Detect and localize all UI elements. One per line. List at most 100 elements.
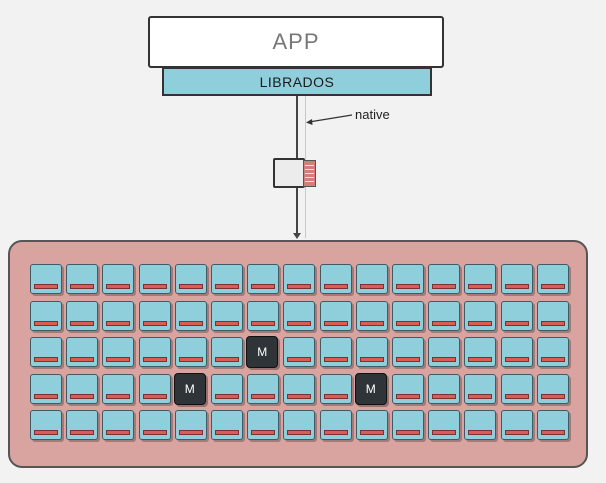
osd-node [536, 264, 569, 294]
disk-icon [432, 393, 457, 399]
disk-icon [142, 284, 167, 289]
native-label: native [355, 107, 390, 122]
osd-node [464, 337, 497, 367]
osd-node [138, 373, 171, 404]
osd-node [428, 337, 461, 367]
disk-icon [106, 357, 131, 362]
disk-icon [178, 430, 203, 435]
disk-icon [359, 284, 384, 289]
socket-connector-tab [303, 160, 316, 187]
osd-node [319, 373, 352, 404]
disk-icon [287, 284, 312, 289]
disk-icon [396, 357, 420, 362]
osd-node [211, 410, 243, 440]
osd-node [392, 337, 424, 367]
app-label: APP [272, 29, 320, 54]
osd-node [428, 373, 461, 404]
osd-node [102, 300, 135, 331]
osd-node [247, 410, 280, 440]
osd-node [319, 410, 352, 440]
disk-icon [70, 393, 95, 399]
osd-node [500, 264, 533, 294]
disk-icon [432, 357, 457, 362]
disk-icon [287, 357, 312, 362]
arrow-head-icon [293, 233, 301, 239]
disk-icon [251, 393, 276, 399]
disk-icon [540, 284, 565, 289]
disk-icon [323, 430, 348, 435]
osd-node [392, 373, 424, 404]
osd-node [211, 373, 243, 404]
disk-icon [396, 393, 420, 399]
disk-icon [215, 284, 239, 289]
disk-icon [70, 430, 95, 435]
osd-node [355, 337, 388, 367]
monitor-node: M [354, 372, 387, 405]
disk-icon [540, 357, 565, 362]
monitor-node: M [173, 372, 206, 405]
osd-node [174, 337, 207, 367]
osd-node [392, 264, 424, 294]
disk-icon [178, 357, 203, 362]
disk-icon [142, 393, 167, 399]
osd-node [174, 300, 207, 331]
disk-icon [34, 357, 58, 362]
osd-node [30, 337, 62, 367]
disk-icon [106, 284, 131, 289]
osd-node [355, 264, 388, 294]
disk-icon [287, 320, 312, 326]
osd-node [102, 373, 135, 404]
disk-icon [106, 393, 131, 399]
osd-node [66, 373, 99, 404]
disk-icon [504, 357, 529, 362]
disk-icon [540, 320, 565, 326]
osd-node [138, 410, 171, 440]
disk-icon [106, 320, 131, 326]
osd-node [319, 337, 352, 367]
disk-icon [70, 320, 95, 326]
disk-icon [396, 284, 420, 289]
osd-node [319, 264, 352, 294]
app-box: APP [148, 16, 444, 68]
disk-icon [215, 357, 239, 362]
disk-icon [323, 357, 348, 362]
osd-node [355, 410, 388, 440]
librados-bar: LIBRADOS [162, 67, 432, 96]
osd-node [102, 337, 135, 367]
disk-icon [432, 430, 457, 435]
osd-node [500, 300, 533, 331]
osd-node [30, 373, 62, 404]
osd-node [211, 300, 243, 331]
disk-icon [504, 284, 529, 289]
disk-icon [251, 430, 276, 435]
disk-icon [215, 393, 239, 399]
disk-icon [323, 284, 348, 289]
osd-node [211, 337, 243, 367]
disk-icon [323, 393, 348, 399]
disk-icon [432, 284, 457, 289]
osd-node [428, 410, 461, 440]
osd-node [30, 264, 62, 294]
disk-icon [70, 357, 95, 362]
osd-node [247, 300, 280, 331]
disk-icon [468, 320, 493, 326]
osd-node [500, 410, 533, 440]
osd-node [392, 410, 424, 440]
disk-icon [323, 320, 348, 326]
osd-node [66, 337, 99, 367]
osd-node [464, 300, 497, 331]
osd-node [247, 373, 280, 404]
disk-icon [34, 430, 58, 435]
osd-node [138, 337, 171, 367]
osd-node [174, 410, 207, 440]
osd-node [211, 264, 243, 294]
osd-node [500, 337, 533, 367]
osd-node [392, 300, 424, 331]
osd-node [319, 300, 352, 331]
disk-icon [359, 430, 384, 435]
osd-node [30, 300, 62, 331]
disk-icon [504, 430, 529, 435]
socket-connector-icon [273, 158, 305, 188]
disk-icon [396, 320, 420, 326]
